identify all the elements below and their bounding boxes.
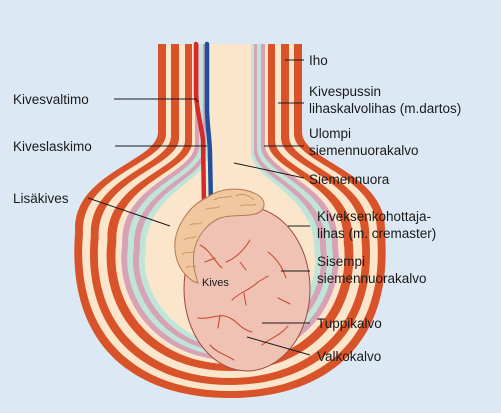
label-iho: Iho bbox=[309, 53, 328, 68]
label-lisakives: Lisäkives bbox=[13, 191, 69, 206]
label-kivespussin-line1: Kivespussin bbox=[309, 84, 381, 99]
label-kivesvaltimo: Kivesvaltimo bbox=[13, 92, 89, 107]
label-ulompi-line2: siemennuorakalvo bbox=[309, 143, 419, 158]
label-kiveksenkohottaja-line2: lihas (m. cremaster) bbox=[317, 226, 436, 241]
label-kiveksenkohottaja-line1: Kiveksenkohottaja- bbox=[317, 209, 431, 224]
label-sisempi-line1: Sisempi bbox=[317, 254, 365, 269]
label-kiveslaskimo: Kiveslaskimo bbox=[13, 139, 92, 154]
label-siemennuora: Siemennuora bbox=[309, 172, 390, 187]
label-kivespussin-line2: lihaskalvolihas (m.dartos) bbox=[309, 101, 461, 116]
label-kives: Kives bbox=[202, 277, 229, 289]
label-tuppikalvo: Tuppikalvo bbox=[317, 316, 382, 331]
label-sisempi-line2: siemennuorakalvo bbox=[317, 271, 427, 286]
spermatic-cord-body bbox=[223, 44, 237, 214]
label-valkokalvo: Valkokalvo bbox=[317, 349, 381, 364]
label-ulompi-line1: Ulompi bbox=[309, 126, 351, 141]
